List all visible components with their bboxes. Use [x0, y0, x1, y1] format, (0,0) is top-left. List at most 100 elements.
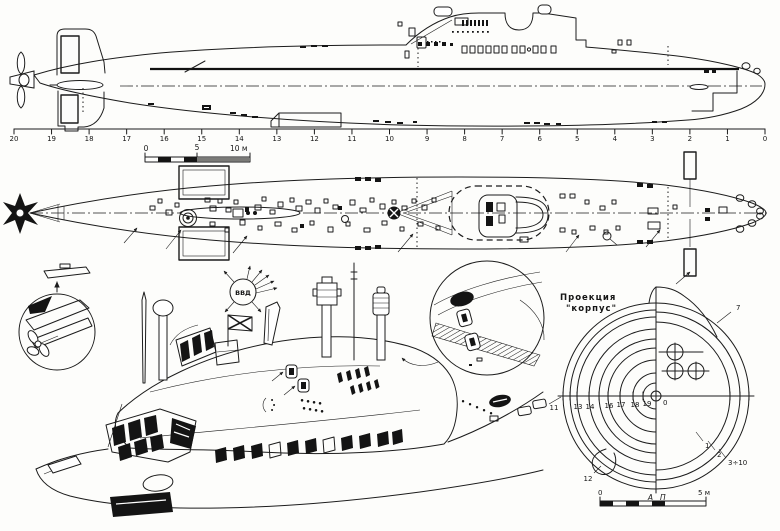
body-plan: Проекция "корпус"	[548, 271, 755, 507]
inset-prop-shaft	[40, 335, 59, 344]
sail-perspective-view: ВВД	[18, 260, 547, 517]
station-label: 19	[47, 135, 56, 143]
label-2-leader	[707, 440, 716, 451]
flag-locker-box	[214, 339, 240, 366]
stern-plane-pod	[56, 80, 104, 90]
bow-plane-upper	[683, 151, 697, 180]
bow-shutter-2	[753, 67, 761, 75]
inset-a-part	[43, 266, 91, 279]
casing-top-edge	[35, 391, 544, 470]
bridge-hatch-2	[486, 216, 493, 226]
station-label: 15	[197, 135, 206, 143]
scale-five: 5	[195, 143, 200, 152]
foothold-arrow-1	[271, 371, 284, 382]
deck-fittings-dark	[245, 177, 653, 250]
label-station-14: 14	[586, 403, 595, 411]
radar-head-box	[316, 282, 338, 306]
deck-dashes	[300, 45, 328, 48]
sail-side-details	[262, 364, 380, 413]
label-3-10-leader	[718, 448, 727, 459]
sail-leading-edge-line	[410, 19, 453, 45]
sail-dot-row	[452, 31, 489, 33]
sail-profile-outline	[405, 12, 587, 48]
sail-windows-side	[418, 42, 453, 46]
sail-fitting-1	[397, 21, 403, 27]
stern-plane-upper-inner	[182, 169, 226, 196]
inset-a-part-tab	[59, 263, 71, 269]
sail-door	[404, 50, 410, 59]
station-label: 18	[85, 135, 94, 143]
station-label: 14	[235, 135, 244, 143]
ribbed-mast-head	[372, 292, 390, 316]
label-station-2: 2	[717, 451, 721, 459]
bow-plane-lower	[683, 248, 697, 277]
label-7-leader	[716, 311, 732, 324]
radar-knob-left	[312, 288, 318, 297]
station-label: 16	[160, 135, 169, 143]
ribbed-mast-ribs	[373, 297, 389, 309]
bp-scale-zero: 0	[598, 489, 602, 497]
propeller-plan-hub	[15, 208, 25, 218]
sail-foothold-1-core	[289, 368, 294, 375]
inset-b-leader	[401, 357, 439, 366]
main-scale-bar: 0 5 10 м	[144, 143, 251, 163]
radar-cap	[321, 276, 333, 284]
plan-port-2	[602, 231, 612, 241]
keel-dashes	[148, 103, 667, 125]
stern-fairing-line	[184, 60, 206, 73]
plan-sail	[387, 185, 550, 243]
limber-hole-row	[461, 45, 557, 54]
bracket-dots	[271, 399, 276, 411]
scale-ten: 10 м	[230, 144, 248, 153]
periscope-dome-head	[152, 299, 174, 317]
station-label: 0	[763, 135, 767, 143]
sonar-bulge	[591, 448, 617, 475]
inset-a-circle	[18, 293, 96, 371]
stern-plane-fairing	[270, 112, 342, 128]
sail-facet-lines	[107, 365, 421, 448]
station-label: 13	[272, 135, 281, 143]
radar-knob-right	[336, 288, 342, 297]
bow-step-outline	[691, 70, 738, 112]
radar-head-lines	[317, 289, 337, 298]
body-plan-title-1: Проекция	[560, 293, 616, 303]
exhaust-pipe-line	[267, 308, 270, 342]
station-label: 4	[613, 135, 618, 143]
inset-b-structure-edge	[519, 299, 545, 341]
tail-cone-lines	[29, 203, 65, 223]
label-station-12: 12	[584, 475, 593, 483]
deck-rivet-dots	[461, 400, 493, 415]
label-station-17: 17	[617, 401, 626, 409]
bridge-well	[478, 194, 518, 238]
scale-bar-seg-1	[158, 157, 171, 162]
bow-dark-pair-plan	[705, 208, 710, 221]
casing-limber-holes	[215, 429, 403, 463]
casing-oval-hatch	[142, 474, 174, 492]
sail-foothold-2-core	[301, 382, 306, 389]
foothold-detail-inset	[401, 260, 545, 376]
foothold-arrow-2	[283, 385, 296, 396]
label-starboard-half: П	[660, 493, 666, 502]
exhaust-pipe	[263, 301, 281, 346]
axis-ticks	[562, 391, 750, 401]
flag-saltire-cross	[227, 314, 253, 332]
propeller-detail-inset	[18, 263, 96, 371]
bow-white-fairing	[47, 455, 82, 474]
plan-port-2-tail	[609, 238, 618, 246]
torpedo-tube-sections	[658, 342, 710, 381]
sail-outline-dashed	[448, 185, 550, 241]
vvd-arrows	[223, 265, 278, 313]
stern-plane-upper	[178, 165, 230, 200]
label-station-18: 18	[631, 401, 640, 409]
shaft-center-circle	[650, 390, 662, 402]
sail-section-flare	[648, 286, 718, 338]
plan-bow	[683, 151, 764, 277]
bridge-windshield	[169, 324, 217, 367]
bp-scale-five: 5 м	[698, 489, 710, 497]
station-label: 2	[688, 135, 692, 143]
rudder-dot-2	[253, 211, 257, 215]
bow-shutter-1	[741, 62, 751, 70]
sail-arch	[515, 196, 549, 234]
